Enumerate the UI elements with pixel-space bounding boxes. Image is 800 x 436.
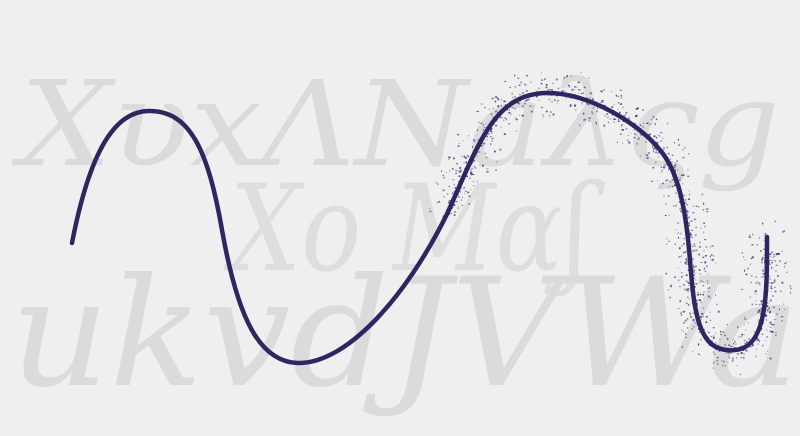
background-glyphs: ΧυxΛNaλςg Xo Mαʃ ukvdJVWa [10,55,800,421]
wavy-curve-stroke [69,90,770,366]
glyph-row-bottom: ukvdJVWa [10,247,800,421]
glyph-row-middle: Xo Mαʃ [223,160,605,299]
glyph-row-top: ΧυxΛNaλςg [11,55,780,193]
